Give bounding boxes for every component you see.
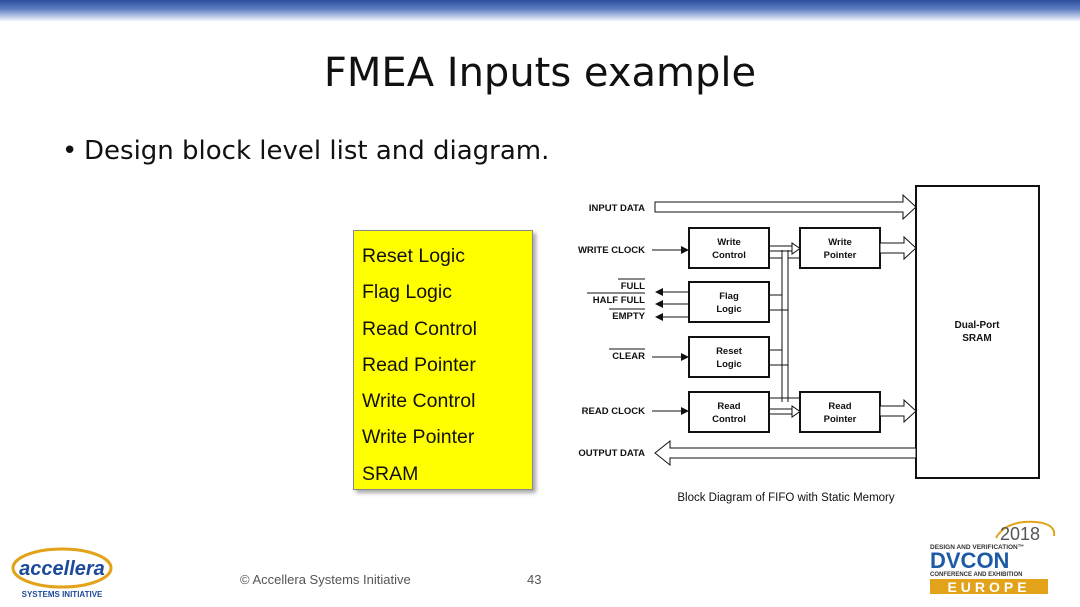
- header-gradient-bar: [0, 0, 1080, 22]
- wp-sram-bus-arrow: [879, 235, 917, 261]
- rp-sram-bus-arrow: [879, 398, 917, 424]
- accellera-logo: accellera SYSTEMS INITIATIVE: [11, 547, 113, 599]
- read-pointer-block: [799, 391, 881, 433]
- diagram-caption: Block Diagram of FIFO with Static Memory: [677, 492, 895, 504]
- fifo-block-diagram: Dual-Port SRAM INPUT DATA OUTPUT DATA Wr…: [578, 185, 1040, 479]
- output-data-bus-arrow: [654, 439, 917, 467]
- arrow-head: [791, 242, 801, 255]
- flag-logic-line2: Logic: [716, 304, 741, 315]
- flag-logic-line1: Flag: [719, 291, 739, 302]
- arrow-head: [681, 353, 689, 361]
- dvcon-region-band: [930, 579, 1048, 594]
- dvcon-tagline-top: DESIGN AND VERIFICATION™: [930, 544, 1024, 551]
- input-data-label: INPUT DATA: [589, 203, 645, 214]
- accellera-subtitle: SYSTEMS INITIATIVE: [22, 590, 103, 599]
- write-control-line2: Control: [712, 250, 746, 261]
- reset-logic-block: [688, 336, 770, 378]
- read-pointer-line1: Read: [828, 401, 851, 412]
- dvcon-logo: 2018 DESIGN AND VERIFICATION™ DVCON CONF…: [930, 520, 1056, 595]
- block-list-item: Write Control: [362, 390, 476, 413]
- write-control-line1: Write: [717, 237, 741, 248]
- block-list-item: Reset Logic: [362, 245, 465, 267]
- read-control-line2: Control: [712, 414, 746, 425]
- sram-label-line1: Dual-Port: [955, 320, 1001, 331]
- clear-label: CLEAR: [612, 351, 645, 362]
- arrow-head: [655, 313, 663, 321]
- block-list-item: SRAM: [362, 462, 419, 485]
- bullet-item: •Design block level list and diagram.: [62, 136, 549, 166]
- accellera-wordmark: accellera: [19, 558, 105, 580]
- arrow-head: [681, 407, 689, 415]
- block-list-item: Read Pointer: [362, 353, 476, 376]
- accellera-swoosh-icon: [11, 547, 113, 589]
- dvcon-wordmark: DVCON: [930, 548, 1009, 573]
- write-control-block: [688, 227, 770, 269]
- arrow-head: [655, 288, 663, 296]
- write-pointer-line2: Pointer: [824, 250, 857, 261]
- write-pointer-block: [799, 227, 881, 269]
- block-list-item: Write Pointer: [362, 426, 475, 449]
- write-clock-label: WRITE CLOCK: [578, 245, 645, 256]
- full-label: FULL: [621, 281, 645, 292]
- read-control-block: [688, 391, 770, 433]
- read-control-line1: Read: [717, 401, 740, 412]
- footer-page-number: 43: [527, 572, 542, 587]
- footer-copyright: © Accellera Systems Initiative: [240, 572, 411, 587]
- slide-title: FMEA Inputs example: [323, 50, 757, 96]
- flag-logic-block: [688, 281, 770, 323]
- block-list-item: Read Control: [362, 317, 477, 340]
- dvcon-tagline-bottom: CONFERENCE AND EXHIBITION: [930, 572, 1022, 578]
- sram-block: [915, 185, 1040, 479]
- dvcon-region: EUROPE: [947, 579, 1030, 595]
- arrow-head: [655, 300, 663, 308]
- write-pointer-line1: Write: [828, 237, 852, 248]
- block-list-box: Reset Logic Flag Logic Read Control Read…: [353, 230, 533, 490]
- empty-label: EMPTY: [612, 311, 645, 322]
- arrow-head: [681, 246, 689, 254]
- output-data-label: OUTPUT DATA: [578, 448, 645, 459]
- bullet-dot-icon: •: [62, 136, 78, 166]
- reset-logic-line1: Reset: [716, 346, 743, 357]
- reset-logic-line2: Logic: [716, 359, 741, 370]
- arrow-head: [791, 405, 801, 418]
- read-clock-label: READ CLOCK: [582, 406, 645, 417]
- half-full-label: HALF FULL: [593, 295, 645, 306]
- sram-label-line2: SRAM: [962, 333, 991, 344]
- input-data-bus-arrow: [654, 193, 917, 221]
- read-pointer-line2: Pointer: [824, 414, 857, 425]
- dvcon-swoosh-icon: [995, 520, 1056, 539]
- bullet-text: Design block level list and diagram.: [84, 136, 550, 166]
- block-list-item: Flag Logic: [362, 281, 452, 304]
- dvcon-year: 2018: [1000, 524, 1040, 544]
